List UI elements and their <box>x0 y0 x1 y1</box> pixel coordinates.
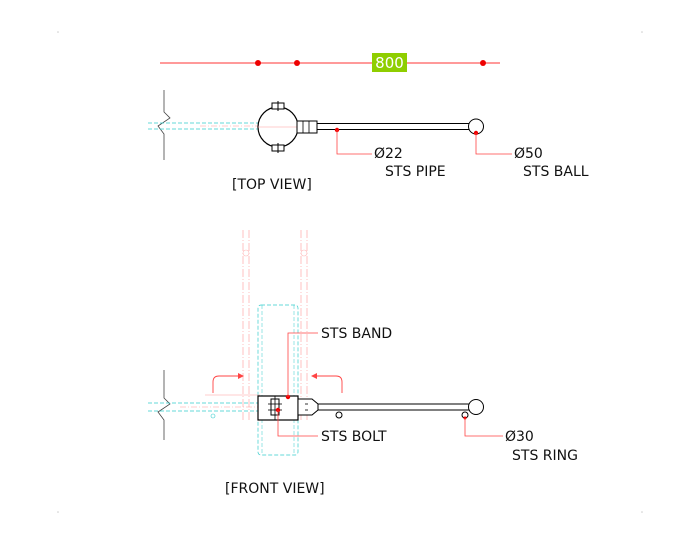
top-view-title: [TOP VIEW] <box>232 177 312 193</box>
pipe-front <box>317 403 470 411</box>
ball-diameter: Ø50 <box>514 146 543 162</box>
ring-diameter: Ø30 <box>505 429 534 445</box>
ring-left <box>335 411 343 419</box>
dimension-value: 800 <box>375 54 404 72</box>
rotation-arrow-right <box>317 375 343 393</box>
pipe <box>316 123 470 130</box>
front-view-title: [FRONT VIEW] <box>225 481 325 497</box>
pipe-diameter: Ø22 <box>374 146 403 162</box>
dimension-badge <box>372 53 407 72</box>
ring-label: STS RING <box>512 448 578 464</box>
bolt-label: STS BOLT <box>321 429 387 445</box>
connector <box>297 398 319 416</box>
dimension-line: 800 <box>160 53 500 72</box>
corner-marks <box>57 31 643 513</box>
wall-break-line-front <box>157 370 171 440</box>
front-view: STS BAND STS BOLT Ø30 STS RING [FRONT VI… <box>148 230 578 497</box>
bracket <box>296 120 318 134</box>
ball-front <box>468 399 484 415</box>
wall-break-line <box>157 90 171 160</box>
rotation-arrow-left <box>212 375 238 393</box>
ball-label: STS BALL <box>523 164 589 180</box>
top-view: Ø22 STS PIPE Ø50 STS BALL [TOP VIEW] <box>148 90 589 193</box>
band-label: STS BAND <box>321 326 392 342</box>
pipe-label: STS PIPE <box>385 164 446 180</box>
post-hidden-outline <box>257 304 299 456</box>
